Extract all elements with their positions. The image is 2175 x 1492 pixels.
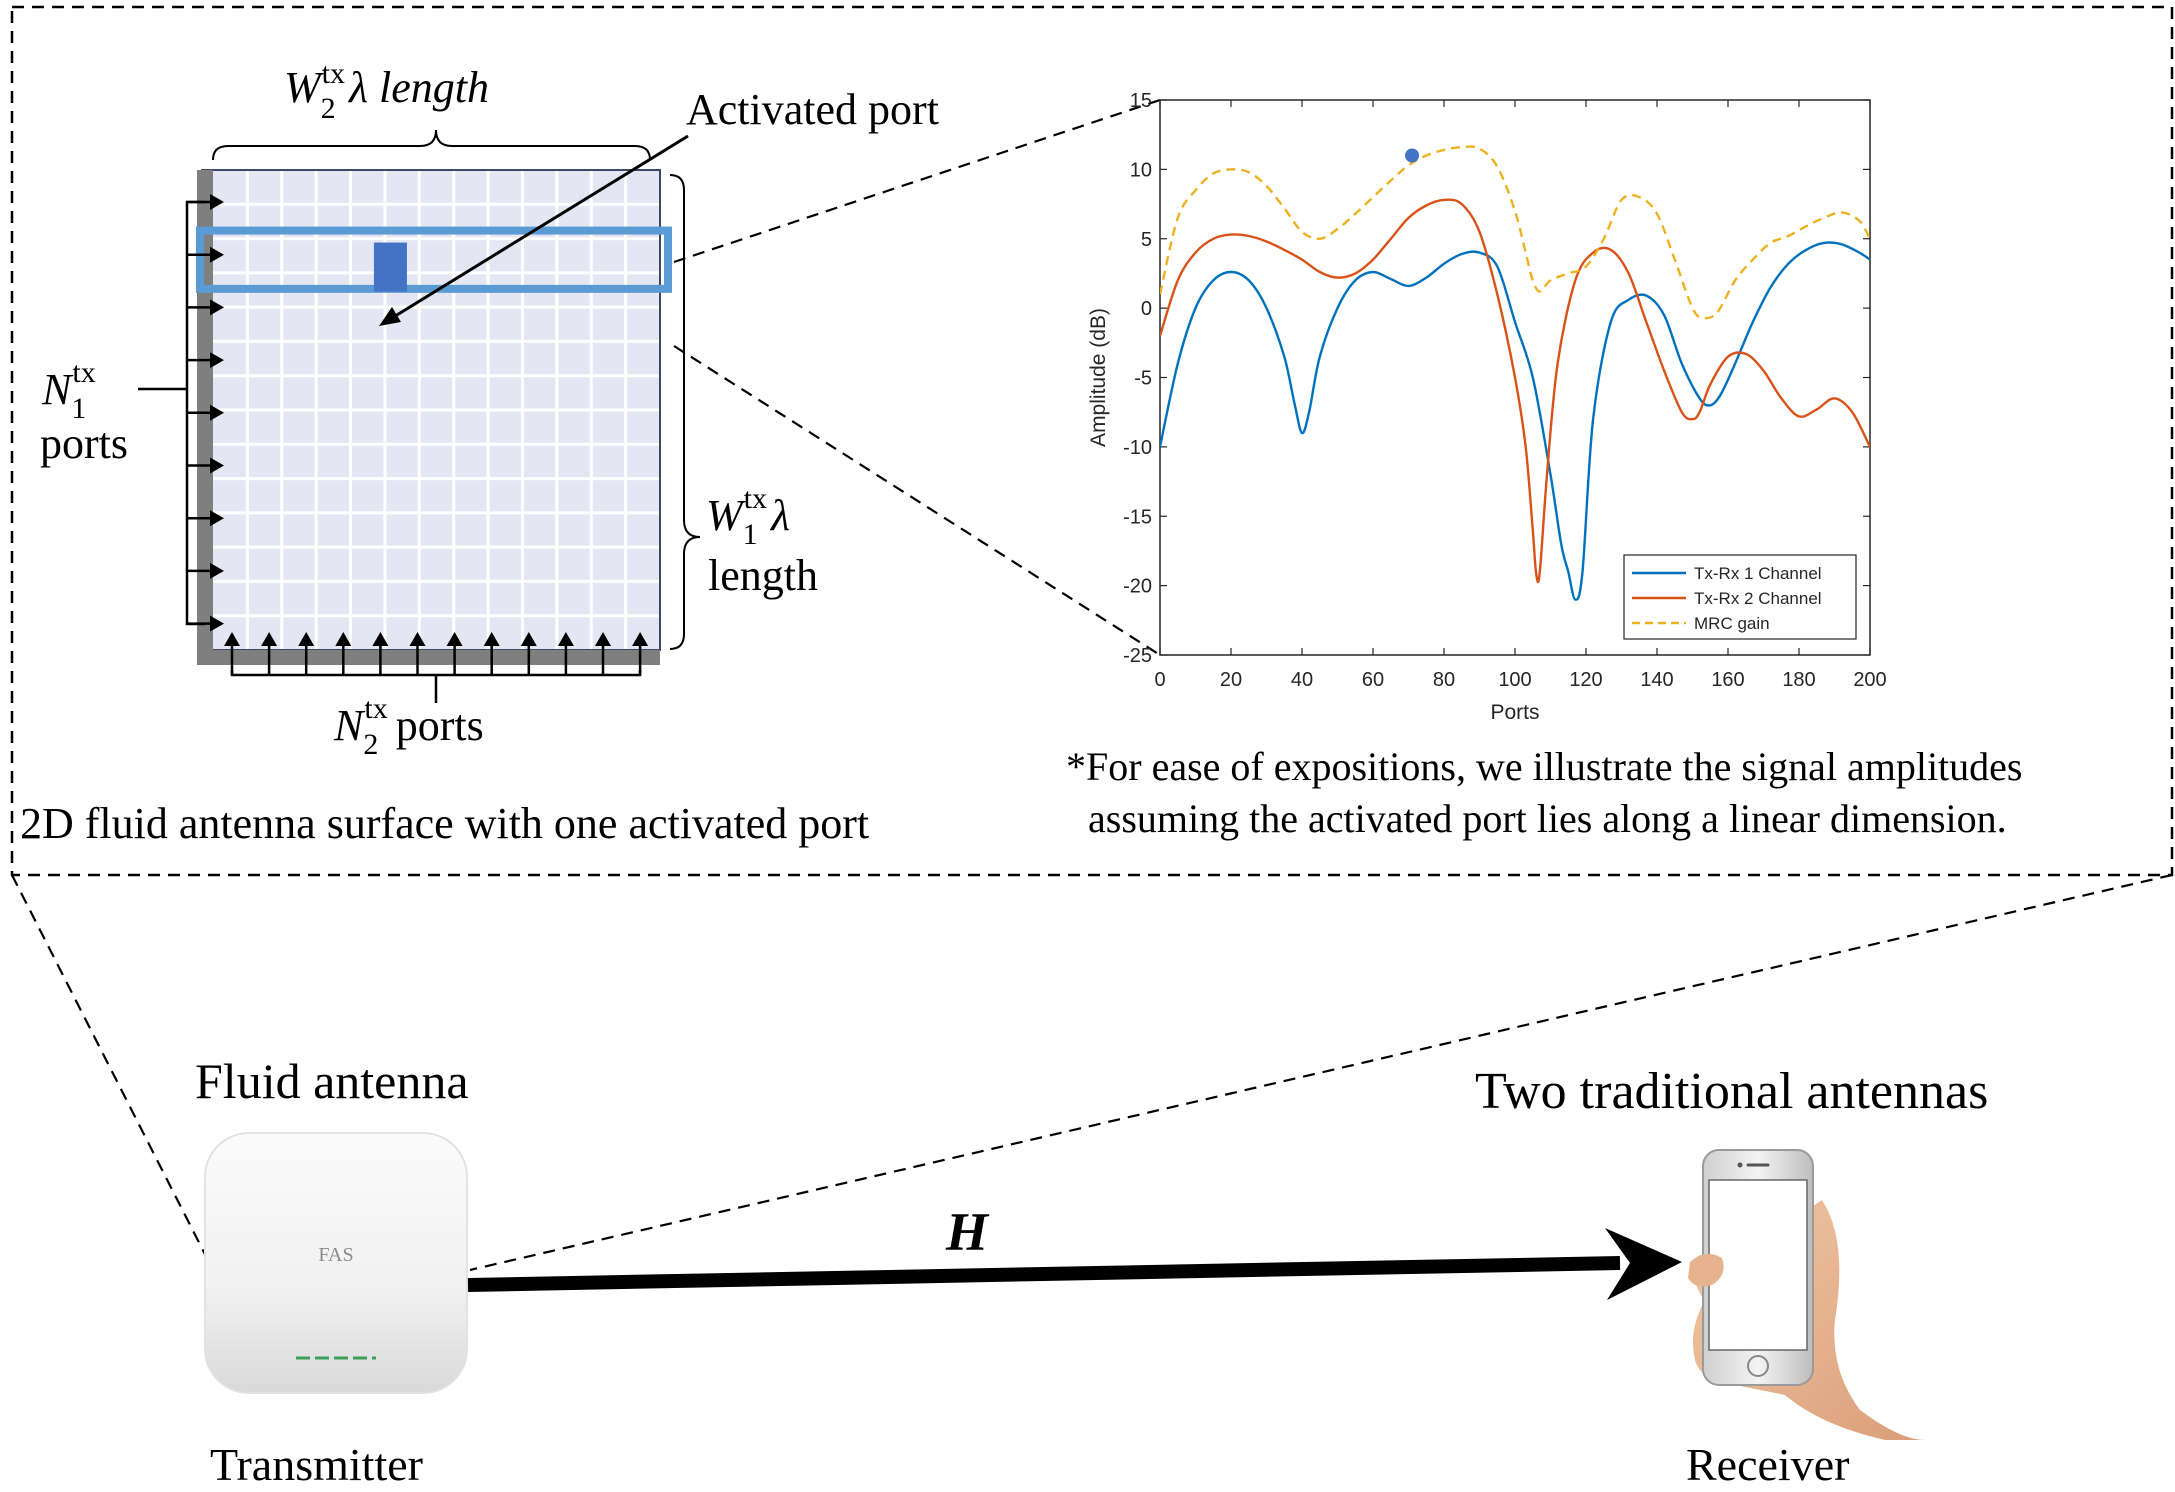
phone-screen xyxy=(1708,1179,1808,1351)
activated-port xyxy=(373,242,407,292)
left-port-arrows xyxy=(187,194,224,632)
note-line-2: assuming the activated port lies along a… xyxy=(1088,796,2007,841)
n1-label: N1tx xyxy=(41,356,96,425)
x-tick-label: 180 xyxy=(1782,669,1815,691)
receiver-device xyxy=(1688,1149,1925,1440)
port-arrow-head xyxy=(335,632,352,646)
height-length-label: length xyxy=(708,551,818,600)
transmitter-label: Transmitter xyxy=(210,1439,423,1490)
y-tick-label: 15 xyxy=(1130,90,1152,112)
receiver-title: Two traditional antennas xyxy=(1475,1063,1988,1120)
y-tick-label: -20 xyxy=(1123,576,1152,598)
port-arrow-head xyxy=(520,632,537,646)
x-tick-label: 140 xyxy=(1640,669,1673,691)
port-arrow-head xyxy=(261,632,278,646)
x-tick-label: 60 xyxy=(1362,669,1384,691)
surface-caption: 2D fluid antenna surface with one activa… xyxy=(20,799,869,848)
activated-port-pointer xyxy=(391,134,689,320)
y-tick-label: 0 xyxy=(1141,298,1152,320)
port-arrow-head xyxy=(210,510,224,527)
y-tick-label: -25 xyxy=(1123,645,1152,667)
port-arrow-head xyxy=(210,562,224,579)
port-arrow-head xyxy=(210,404,224,421)
y-tick-label: -10 xyxy=(1123,437,1152,459)
amplitude-chart: 0 20 40 60 80 100 120 140 160 180 200 15 10 5 0 -5 -10 -1… xyxy=(1087,90,1887,724)
series-line-1 xyxy=(1160,241,1870,601)
port-arrow-head xyxy=(224,632,240,646)
port-arrow-head xyxy=(210,299,224,316)
bottom-port-arrows xyxy=(224,632,649,675)
phone-camera xyxy=(1737,1162,1743,1168)
n2-bracket xyxy=(230,670,642,677)
n1-ports-label: ports xyxy=(40,419,128,468)
x-tick-label: 200 xyxy=(1853,669,1886,691)
y-tick-label: -5 xyxy=(1134,368,1152,390)
port-arrow-head xyxy=(298,632,315,646)
legend-label: Tx-Rx 2 Channel xyxy=(1694,589,1822,608)
highlighted-port-row xyxy=(196,226,672,293)
y-tick-label: 10 xyxy=(1130,159,1152,181)
x-tick-label: 160 xyxy=(1711,669,1744,691)
y-tick-label: 5 xyxy=(1141,229,1152,251)
port-arrow-head xyxy=(372,632,389,646)
channel-label: H xyxy=(945,1202,990,1262)
height-label: W1txλ xyxy=(706,482,790,551)
port-arrow-head xyxy=(446,632,463,646)
antenna-surface xyxy=(138,129,701,703)
activated-port-label: Activated port xyxy=(686,85,939,134)
port-arrow-head xyxy=(210,246,224,263)
fluid-antenna-label: Fluid antenna xyxy=(195,1053,469,1109)
port-arrow-head xyxy=(632,632,649,646)
port-arrow-head xyxy=(557,632,574,646)
phone-home-button xyxy=(1747,1355,1769,1377)
channel-arrow-head xyxy=(1605,1228,1682,1300)
port-arrow-head xyxy=(210,615,224,632)
port-arrow-head xyxy=(210,194,224,210)
x-tick-label: 120 xyxy=(1569,669,1602,691)
port-arrow-head xyxy=(409,632,426,646)
transmitter-device: FAS xyxy=(204,1132,468,1394)
height-brace xyxy=(669,174,701,650)
port-arrow-head xyxy=(483,632,500,646)
n1-bracket xyxy=(185,200,205,626)
bottom-feed-bar xyxy=(197,650,660,665)
legend-box xyxy=(1623,554,1857,640)
dashed-frame xyxy=(10,5,2174,877)
device-logo-text: FAS xyxy=(318,1244,353,1266)
channel-arrow-shaft xyxy=(467,1256,1621,1292)
x-tick-label: 20 xyxy=(1220,669,1242,691)
note-line-1: *For ease of expositions, we illustrate … xyxy=(1066,744,2022,789)
y-axis-label: Amplitude (dB) xyxy=(1087,308,1110,447)
port-arrow-head xyxy=(595,632,611,646)
frame-right-connector xyxy=(469,873,2173,1272)
zoom-lower-line xyxy=(673,345,1161,656)
left-feed-bar xyxy=(197,170,213,665)
legend-label: MRC gain xyxy=(1694,614,1770,633)
width-brace xyxy=(212,129,651,161)
activated-port-pointer-head xyxy=(379,307,401,326)
y-tick-label: -15 xyxy=(1123,506,1152,528)
series-line-2 xyxy=(1160,198,1870,584)
access-point-body xyxy=(204,1132,468,1394)
zoom-upper-line xyxy=(673,98,1161,264)
series-line-3 xyxy=(1160,145,1870,320)
x-tick-label: 80 xyxy=(1433,669,1455,691)
x-axis-label: Ports xyxy=(1490,701,1539,724)
activated-port-marker xyxy=(1405,148,1420,163)
port-arrow-head xyxy=(210,352,224,369)
port-arrow-head xyxy=(210,457,224,474)
legend-label: Tx-Rx 1 Channel xyxy=(1694,564,1822,583)
width-label: W2txλ length xyxy=(284,57,489,125)
thumb xyxy=(1688,1253,1724,1287)
x-tick-label: 40 xyxy=(1291,669,1313,691)
receiver-label: Receiver xyxy=(1686,1439,1849,1490)
frame-left-connector xyxy=(11,874,213,1269)
x-tick-label: 100 xyxy=(1498,669,1531,691)
x-tick-label: 0 xyxy=(1154,669,1165,691)
